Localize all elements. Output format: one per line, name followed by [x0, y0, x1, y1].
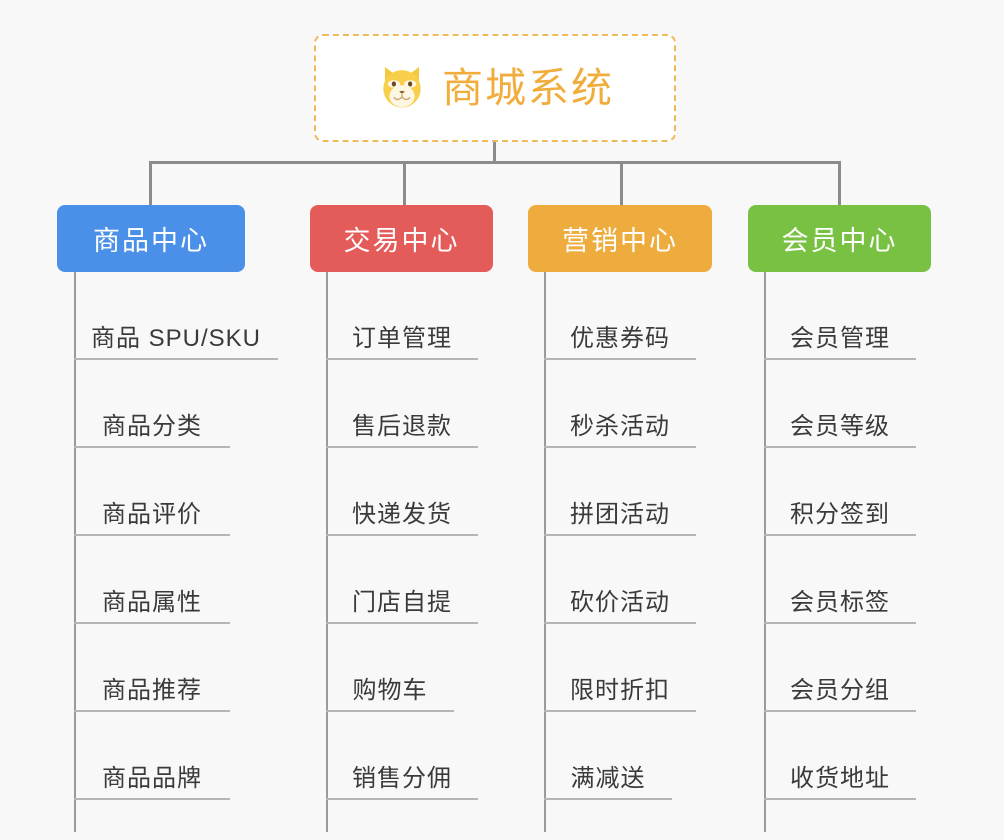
leaf-label: 限时折扣 [570, 676, 670, 704]
leaf-item[interactable]: 优惠券码 [544, 272, 696, 360]
leaf-item[interactable]: 限时折扣 [544, 624, 696, 712]
column-trunk-line [764, 272, 766, 832]
leaf-item[interactable]: 门店自提 [326, 536, 478, 624]
leaf-item[interactable]: 售后退款 [326, 360, 478, 448]
leaf-item[interactable]: 订单管理 [326, 272, 478, 360]
leaf-item[interactable]: 商品品牌 [74, 712, 230, 800]
category-header-product-center[interactable]: 商品中心 [57, 205, 245, 272]
category-label: 会员中心 [781, 226, 898, 256]
leaf-label: 会员管理 [790, 324, 890, 352]
leaf-item[interactable]: 会员管理 [764, 272, 916, 360]
leaf-label: 砍价活动 [570, 588, 670, 616]
connector-drop-member-center [838, 161, 841, 206]
leaf-item[interactable]: 快递发货 [326, 448, 478, 536]
leaf-label: 会员标签 [790, 588, 890, 616]
connector-root-stem [493, 142, 496, 164]
category-header-marketing-center[interactable]: 营销中心 [528, 205, 712, 272]
leaf-item[interactable]: 收货地址 [764, 712, 916, 800]
column-trunk-line [74, 272, 76, 832]
connector-drop-trade-center [403, 161, 406, 206]
root-node-mall-system[interactable]: 商城系统 [314, 34, 676, 142]
leaf-label: 门店自提 [352, 588, 452, 616]
leaf-label: 满减送 [570, 764, 646, 792]
leaf-item[interactable]: 会员分组 [764, 624, 916, 712]
leaf-label: 商品 SPU/SKU [90, 324, 262, 352]
leaf-item[interactable]: 会员等级 [764, 360, 916, 448]
leaf-label: 商品评价 [102, 500, 202, 528]
leaf-item[interactable]: 满减送 [544, 712, 672, 800]
leaf-label: 商品推荐 [102, 676, 202, 704]
leaf-label: 订单管理 [352, 324, 452, 352]
leaf-label: 购物车 [352, 676, 428, 704]
connector-drop-marketing-center [620, 161, 623, 206]
leaf-item[interactable]: 商品评价 [74, 448, 230, 536]
connector-horizontal-bus [150, 161, 840, 164]
leaf-label: 优惠券码 [570, 324, 670, 352]
leaf-label: 积分签到 [790, 500, 890, 528]
leaf-label: 销售分佣 [352, 764, 452, 792]
category-label: 交易中心 [343, 226, 460, 256]
category-header-trade-center[interactable]: 交易中心 [310, 205, 493, 272]
leaf-item[interactable]: 会员标签 [764, 536, 916, 624]
leaf-label: 秒杀活动 [570, 412, 670, 440]
leaf-item[interactable]: 积分签到 [764, 448, 916, 536]
leaf-label: 商品品牌 [102, 764, 202, 792]
category-header-member-center[interactable]: 会员中心 [748, 205, 931, 272]
connector-drop-product-center [149, 161, 152, 206]
leaf-item[interactable]: 砍价活动 [544, 536, 696, 624]
leaf-label: 会员等级 [790, 412, 890, 440]
leaf-label: 会员分组 [790, 676, 890, 704]
leaf-item[interactable]: 商品 SPU/SKU [74, 272, 278, 360]
column-trunk-line [544, 272, 546, 832]
leaf-label: 商品属性 [102, 588, 202, 616]
leaf-item[interactable]: 秒杀活动 [544, 360, 696, 448]
leaf-label: 商品分类 [102, 412, 202, 440]
leaf-item[interactable]: 商品推荐 [74, 624, 230, 712]
leaf-label: 快递发货 [352, 500, 452, 528]
leaf-item[interactable]: 销售分佣 [326, 712, 478, 800]
leaf-item[interactable]: 商品分类 [74, 360, 230, 448]
leaf-label: 售后退款 [352, 412, 452, 440]
category-label: 商品中心 [93, 226, 209, 256]
category-label: 营销中心 [562, 226, 678, 256]
column-trunk-line [326, 272, 328, 832]
shiba-dog-face-icon [383, 66, 421, 108]
leaf-item[interactable]: 商品属性 [74, 536, 230, 624]
leaf-item[interactable]: 拼团活动 [544, 448, 696, 536]
leaf-label: 拼团活动 [570, 500, 670, 528]
root-title: 商城系统 [442, 64, 614, 111]
leaf-label: 收货地址 [790, 764, 890, 792]
leaf-item[interactable]: 购物车 [326, 624, 454, 712]
